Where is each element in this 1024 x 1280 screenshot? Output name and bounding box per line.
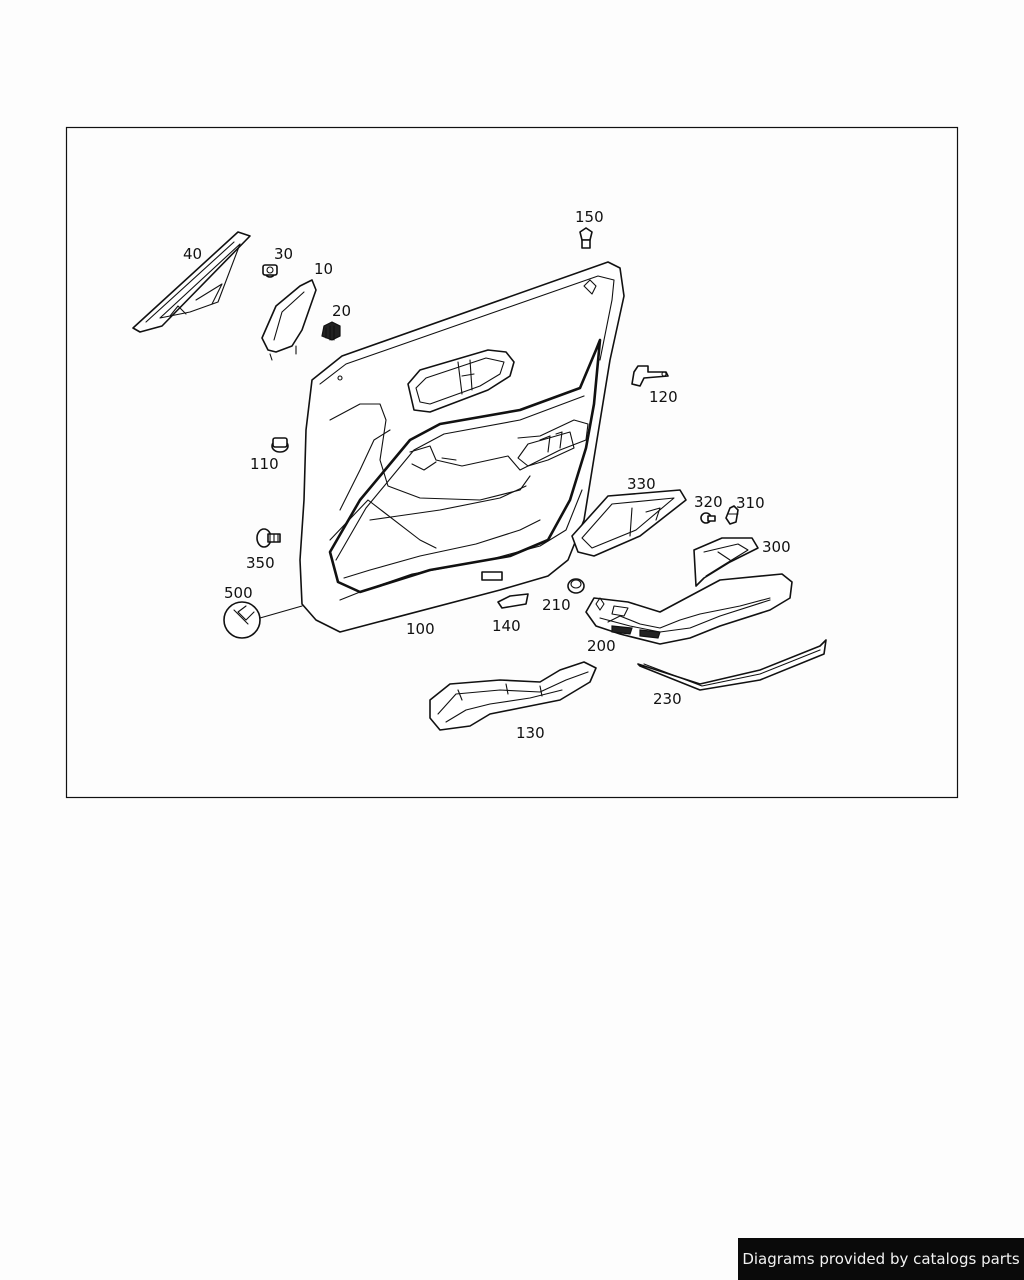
part-320-screw	[700, 512, 716, 524]
part-210-knob	[567, 578, 585, 594]
callout-300: 300	[762, 538, 791, 556]
part-200-armrest	[585, 573, 793, 645]
diagram-frame	[65, 126, 959, 799]
callout-210: 210	[542, 596, 571, 614]
callout-40: 40	[183, 245, 202, 263]
part-120-bracket	[631, 365, 669, 387]
part-310-clip	[725, 505, 739, 525]
callout-230: 230	[653, 690, 682, 708]
callout-500: 500	[224, 584, 253, 602]
part-110-grommet	[271, 437, 289, 453]
callout-330: 330	[627, 475, 656, 493]
callout-130: 130	[516, 724, 545, 742]
part-500-wrench-symbol	[223, 601, 303, 639]
callout-30: 30	[274, 245, 293, 263]
callout-140: 140	[492, 617, 521, 635]
callout-20: 20	[332, 302, 351, 320]
part-130-insulation	[429, 661, 597, 731]
part-230-trim-strip	[637, 639, 827, 691]
part-140-switch	[497, 593, 529, 609]
callout-200: 200	[587, 637, 616, 655]
footer-attribution: Diagrams provided by catalogs parts	[738, 1238, 1024, 1280]
callout-110: 110	[250, 455, 279, 473]
part-40-mirror-trim	[132, 231, 251, 333]
callout-10: 10	[314, 260, 333, 278]
part-30-nut	[262, 264, 278, 278]
part-100-door-panel	[299, 261, 625, 633]
part-330-trim-frame	[571, 489, 687, 557]
callout-150: 150	[575, 208, 604, 226]
part-300-handle-bracket	[693, 537, 759, 587]
part-150-plug	[579, 227, 593, 249]
part-10-cover	[261, 279, 317, 361]
callout-310: 310	[736, 494, 765, 512]
callout-120: 120	[649, 388, 678, 406]
part-20-clip	[321, 321, 341, 341]
callout-350: 350	[246, 554, 275, 572]
callout-320: 320	[694, 493, 723, 511]
callout-100: 100	[406, 620, 435, 638]
part-350-screw	[256, 528, 281, 548]
